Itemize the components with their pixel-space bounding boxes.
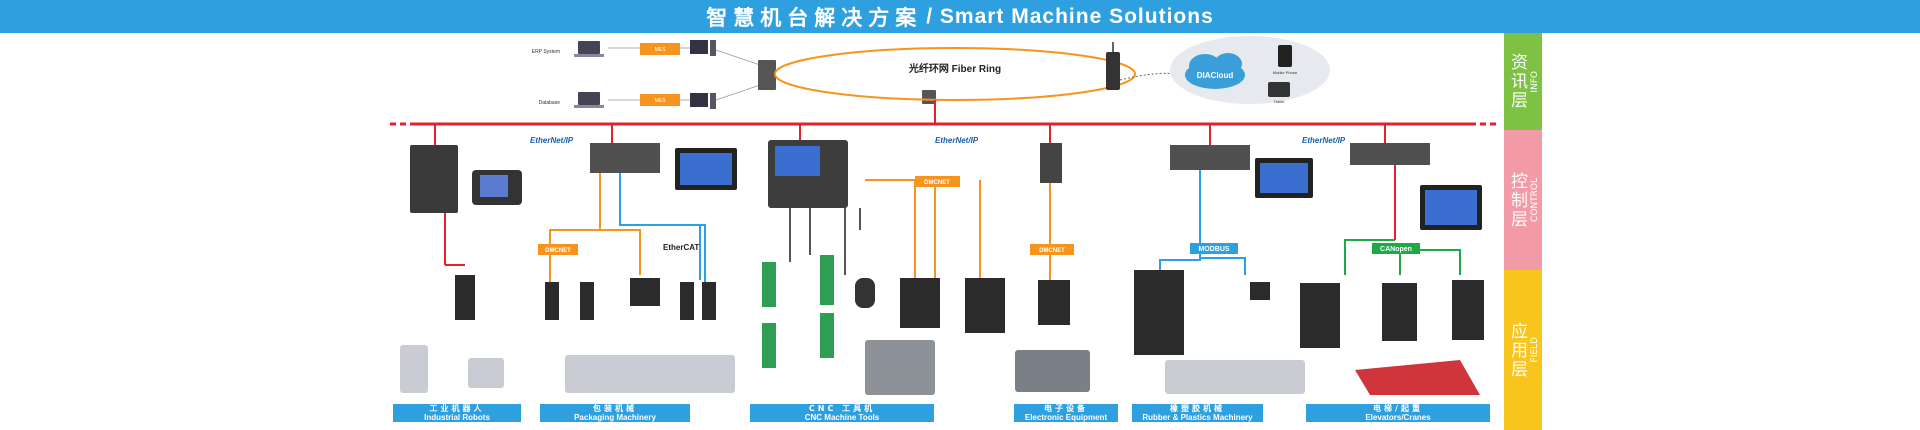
field-drives	[455, 270, 1484, 355]
robot-controller-icon	[410, 145, 458, 213]
segment-en: Industrial Robots	[424, 413, 490, 422]
database-laptop-icon	[574, 92, 604, 108]
erp-laptop-icon	[574, 41, 604, 57]
layer-field-en: FIELD	[1530, 337, 1540, 363]
segment-zh: 橡塑胶机械	[1170, 404, 1225, 413]
diacloud-label: DIACloud	[1197, 71, 1234, 80]
pc-icon-top	[690, 40, 716, 56]
fiber-ring	[774, 47, 1136, 101]
layer-field: 应用层 FIELD	[1504, 270, 1542, 430]
mes-label-top: MES	[655, 47, 667, 53]
ethernet-switch-icon	[758, 60, 776, 90]
segment-rubber-plastics: 橡塑胶机械 Rubber & Plastics Machinery	[1132, 404, 1263, 422]
dmcnet-tag-3	[1030, 244, 1074, 255]
ethernetip-logo-1: EtherNet/IP	[530, 136, 574, 145]
plc-packaging-icon	[590, 143, 660, 173]
ethernetip-logo-3: EtherNet/IP	[1302, 136, 1346, 145]
segment-en: Electronic Equipment	[1024, 413, 1108, 422]
io-modules	[762, 255, 834, 368]
ethernet-drops	[434, 124, 1396, 266]
erp-label: ERP System	[532, 49, 560, 55]
layer-control: 控制层 CONTROL	[1504, 130, 1542, 270]
segment-en: Elevators/Cranes	[1365, 413, 1431, 422]
mes-box-bottom	[640, 94, 680, 106]
segment-en: Rubber & Plastics Machinery	[1142, 413, 1253, 422]
ethernetip-logo-2: EtherNet/IP	[935, 136, 979, 145]
dmcnet-tag-1	[538, 244, 578, 255]
field-bus-lines	[549, 170, 1461, 290]
modbus-tag	[1190, 243, 1238, 254]
segment-en: CNC Machine Tools	[804, 413, 880, 422]
layer-info-en: INFO	[1530, 70, 1540, 93]
segment-zh: 包装机械	[593, 404, 637, 413]
segment-industrial-robots: 工业机器人 Industrial Robots	[393, 404, 521, 422]
segment-packaging-machinery: 包装机械 Packaging Machinery	[540, 404, 690, 422]
layer-control-zh: 控制层	[1507, 171, 1527, 229]
info-section: ERP System Database MES MES 光纤环网 Fiber R…	[532, 36, 1330, 109]
cloud-icon	[1185, 53, 1245, 89]
layer-field-zh: 应用层	[1507, 321, 1527, 379]
mobile-phone-icon	[1278, 45, 1292, 67]
ethernet-switch-small-icon	[922, 90, 936, 104]
dmcnet-label-1: DMCNET	[545, 248, 571, 254]
segment-en: Packaging Machinery	[574, 413, 656, 422]
title-zh: 智慧机台解决方案	[706, 5, 923, 30]
segment-electronic-equipment: 电子设备 Electronic Equipment	[1014, 404, 1118, 422]
plc-rubber-icon	[1170, 145, 1250, 170]
mes-label-bottom: MES	[655, 98, 667, 104]
layer-info-zh: 资讯层	[1507, 53, 1527, 110]
canopen-label: CANopen	[1380, 246, 1412, 253]
motion-controller-icon	[1040, 143, 1062, 183]
pc-icon-bottom	[690, 93, 716, 109]
segment-elevators-cranes: 电梯/起重 Elevators/Cranes	[1306, 404, 1490, 422]
application-machines	[400, 340, 1480, 395]
ethercat-label: EtherCAT	[663, 243, 699, 252]
modbus-label: MODBUS	[1198, 246, 1229, 253]
segment-zh: 电梯/起重	[1373, 404, 1423, 413]
layer-control-en: CONTROL	[1530, 178, 1540, 222]
mes-box-top	[640, 43, 680, 55]
title-en: / Smart Machine Solutions	[926, 4, 1214, 28]
tablet-label: Tablet	[1274, 99, 1286, 104]
fiber-ring-label: 光纤环网 Fiber Ring	[908, 62, 1001, 75]
diagram-canvas: ERP System Database MES MES 光纤环网 Fiber R…	[390, 36, 1496, 395]
segment-cnc-machine-tools: CNC 工具机 CNC Machine Tools	[750, 404, 934, 422]
segment-zh: CNC 工具机	[808, 404, 876, 413]
database-label: Database	[539, 100, 561, 106]
layer-info: 资讯层 INFO	[1504, 33, 1542, 130]
segment-zh: 工业机器人	[429, 404, 485, 413]
canopen-tag	[1372, 243, 1420, 254]
mobile-phone-label: Mobile Phone	[1273, 70, 1298, 75]
tablet-icon	[1268, 82, 1290, 97]
router-icon	[1106, 52, 1120, 90]
dmcnet-tag-2	[915, 176, 960, 187]
dmcnet-label-2: DMCNET	[924, 180, 950, 186]
handwheel-icon	[855, 278, 875, 308]
plc-elevator-icon	[1350, 143, 1430, 165]
segment-zh: 电子设备	[1044, 404, 1088, 413]
dmcnet-label-3: DMCNET	[1039, 248, 1065, 254]
title-banner: 智慧机台解决方案 / Smart Machine Solutions	[0, 0, 1920, 33]
